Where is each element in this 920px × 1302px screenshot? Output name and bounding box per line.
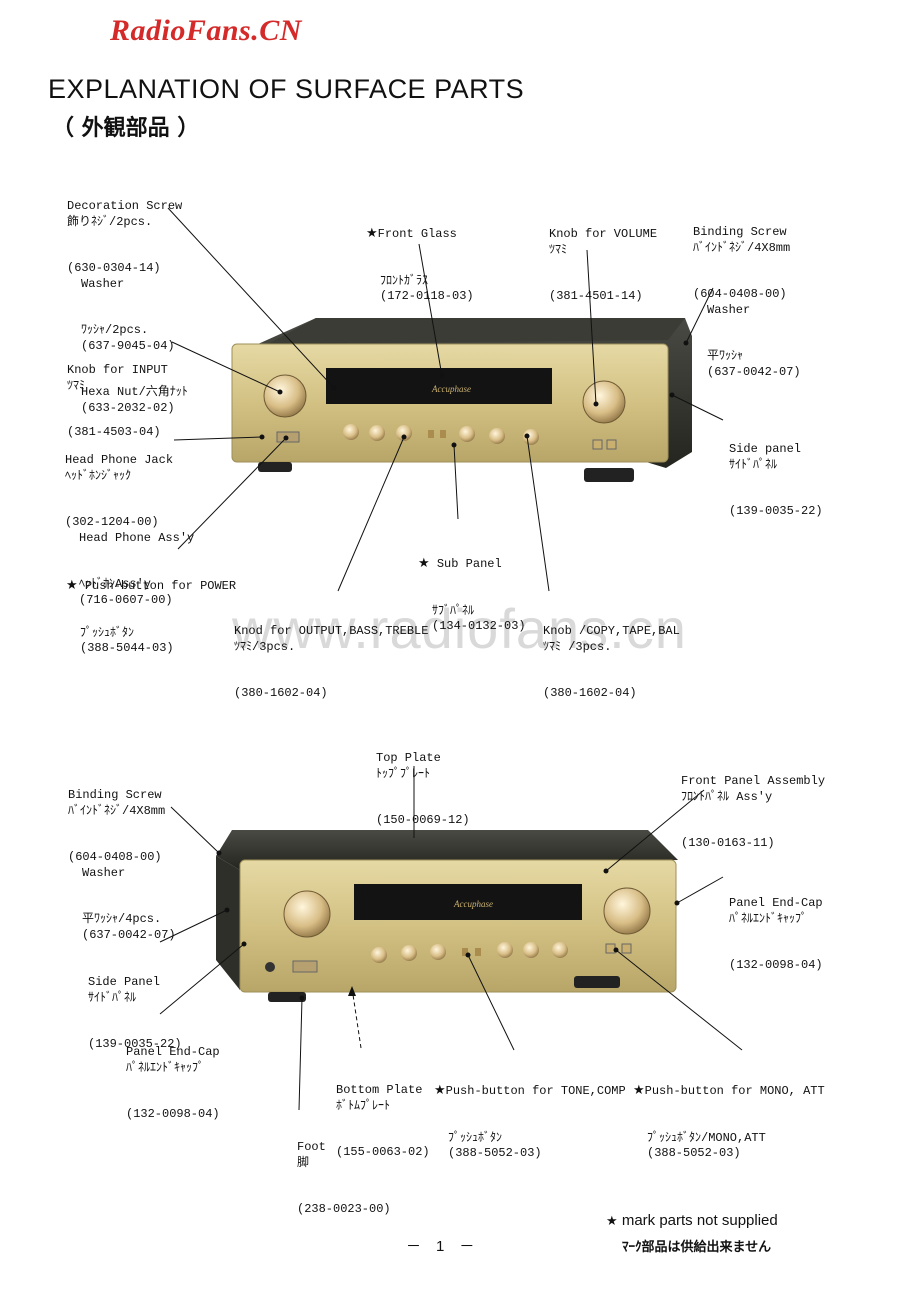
label-push-mono-att: ★Push-button for MONO, ATT ﾌﾟｯｼｭﾎﾞﾀﾝ/MON… (633, 1083, 825, 1160)
page-subtitle: （ 外観部品 ） (52, 116, 200, 141)
amplifier-unit-2: Accuphase (216, 830, 678, 1002)
page-title: EXPLANATION OF SURFACE PARTS (48, 74, 525, 104)
label-sub-panel: ★ Sub Panel ｻﾌﾞﾊﾟﾈﾙ(134-0132-03) (418, 556, 526, 633)
watermark: www.radiofans.cn (232, 597, 687, 660)
label-push-tone-comp: ★Push-button for TONE,COMP ﾌﾟｯｼｭﾎﾞﾀﾝ(388… (434, 1083, 626, 1160)
amplifier-unit-1: Accuphase (231, 318, 692, 482)
leader-lines-1 (167, 207, 724, 592)
footnote-mark: ★ mark parts not supplied (606, 1212, 778, 1229)
label-front-glass: ★Front Glass ﾌﾛﾝﾄｶﾞﾗｽ(172-0118-03) (366, 226, 474, 303)
footnote-mark-jp: ﾏｰｸ部品は供給出来ません (622, 1240, 772, 1255)
leader-lines-2 (159, 766, 743, 1111)
brand-logo-2: Accuphase (453, 899, 493, 909)
site-brand: RadioFans.CN (110, 14, 302, 47)
page-number: － 1 － (406, 1238, 475, 1255)
label-push-power: ★ Push-button for POWER ﾌﾟｯｼｭﾎﾞﾀﾝ(388-50… (66, 578, 237, 655)
brand-logo-1: Accuphase (431, 384, 471, 394)
